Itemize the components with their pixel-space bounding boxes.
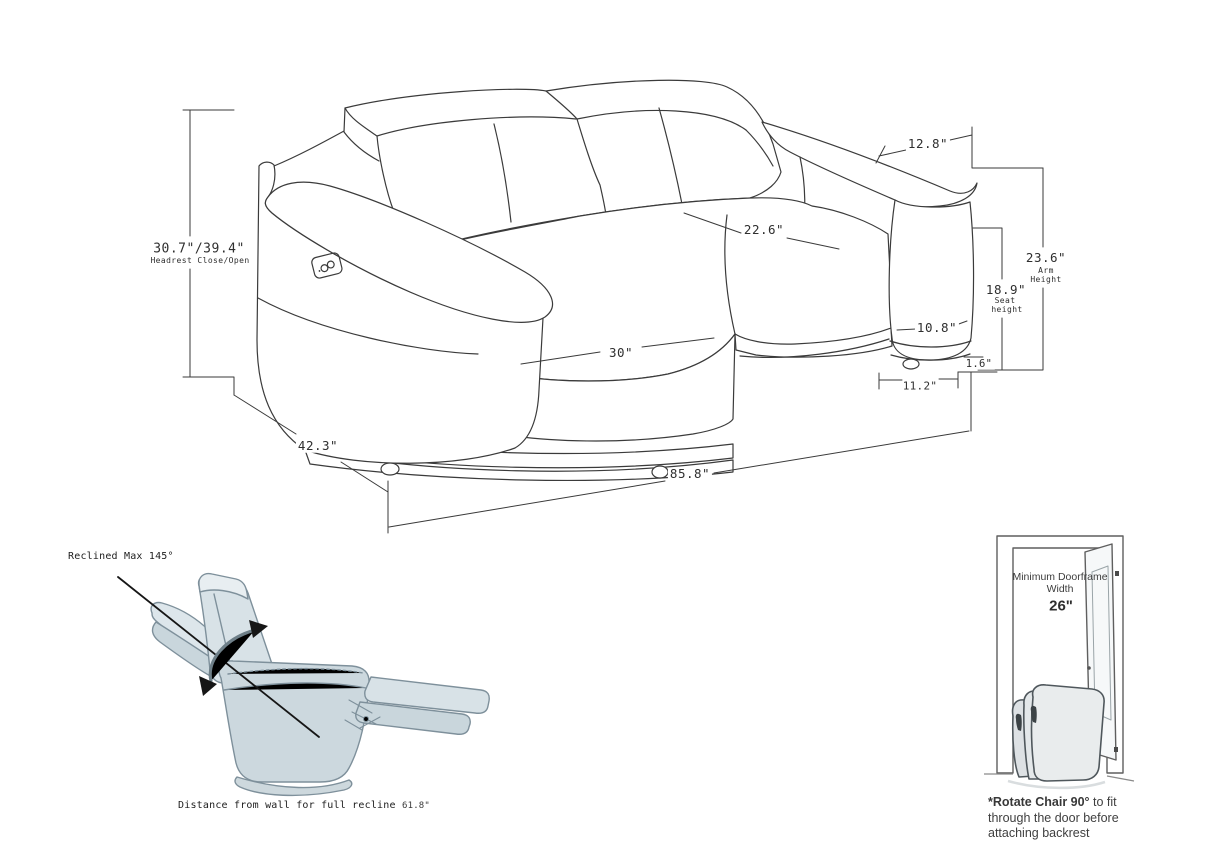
sofa-headrest-seam-right (658, 107, 683, 205)
dim-base-clearance-label: 1.6" (963, 357, 995, 370)
dim-seat-back-label: 10.8" (914, 319, 960, 335)
dim-base-depth-label: 11.2" (900, 379, 940, 393)
dim-overall-depth-label: 42.3" (295, 437, 341, 453)
wall-distance-label: Distance from wall for full recline (178, 800, 396, 811)
power-button-icon (311, 252, 343, 279)
door-note-bold: *Rotate Chair 90° (988, 795, 1090, 809)
door-drawing (984, 535, 1135, 790)
door-chair (1011, 684, 1105, 782)
sofa-right-arm-pillar (888, 199, 975, 361)
recline-angle-label: Reclined Max 145° (68, 551, 174, 562)
dim-arm-height-caption-1: Arm (1036, 266, 1056, 275)
recline-arc-arrow (208, 628, 257, 683)
dim-headrest-value: 30.7"/39.4" (151, 241, 247, 257)
dim-arm-height-caption-2: Height (1028, 275, 1064, 284)
sofa-foot (902, 358, 920, 370)
dim-seat-height-caption-2: height (989, 305, 1025, 314)
sofa-base-rail-2 (304, 449, 734, 481)
door-width-value: 26" (1049, 597, 1073, 615)
dim-seat-depth-label: 22.6" (741, 221, 787, 237)
sofa-front-right (734, 327, 893, 358)
recliner-swivel-base (234, 776, 353, 797)
dim-arm-top-depth-label: 12.8" (905, 135, 951, 151)
dim-arm-height-value: 23.6" (1023, 249, 1069, 265)
sofa-drawing (256, 79, 978, 481)
dim-seat-height-value: 18.9" (983, 281, 1029, 297)
dim-seat-height-caption-1: Seat (992, 296, 1018, 305)
recliner-drawing (117, 572, 490, 797)
sofa-headrest-seam-left (493, 123, 512, 223)
sofa-foot (651, 465, 669, 479)
door-knob (1087, 666, 1091, 670)
dim-headrest-caption: Headrest Close/Open (148, 256, 252, 265)
sofa-foot (380, 462, 400, 476)
recliner-footrest (364, 676, 490, 714)
door-note-rest: to fit through the door before attaching… (988, 795, 1119, 840)
door-note: *Rotate Chair 90° to fit through the doo… (988, 795, 1126, 842)
wall-distance-value: 61.8" (401, 801, 431, 811)
arrowhead-icon (249, 620, 268, 638)
door-title-line2: Width (1046, 582, 1074, 595)
dim-seat-width-label: 30" (606, 344, 636, 360)
sofa-right-arm-wing (761, 121, 978, 208)
sofa-left-arm-pad (264, 181, 554, 323)
recliner-body (218, 660, 370, 783)
wall-distance-caption: Distance from wall for full recline 61.8… (178, 801, 430, 811)
door-title-line1: Minimum Doorframe (1012, 570, 1108, 583)
arrowhead-icon (199, 676, 217, 696)
dim-overall-width-label: 85.8" (667, 465, 713, 481)
dimension-lines (182, 109, 1044, 534)
